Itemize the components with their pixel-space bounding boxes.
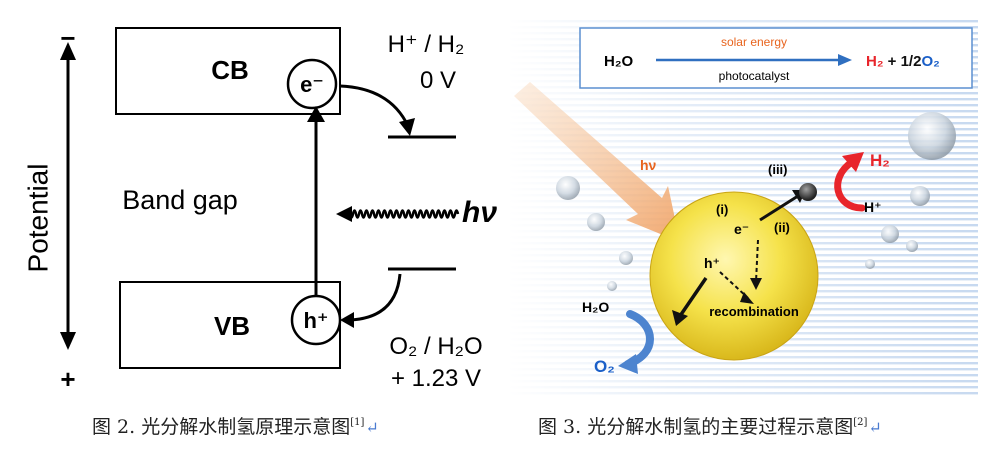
return-mark-icon: ↵ — [868, 418, 882, 437]
step-i-label: (i) — [716, 202, 728, 217]
h2-label: H₂ — [870, 151, 890, 170]
bubble — [906, 240, 918, 252]
h-potential-label: 0 V — [420, 67, 456, 94]
axis-plus-sign: + — [60, 364, 75, 394]
photon-label: hν — [462, 196, 497, 229]
photon-arrow-head — [336, 206, 352, 222]
bubble — [908, 112, 956, 160]
electron-label: e⁻ — [300, 72, 324, 97]
band-gap-label: Band gap — [122, 185, 238, 215]
reaction-products: H₂ + 1/2O₂ — [866, 53, 940, 70]
bubble — [865, 259, 875, 269]
hole-migration-head — [672, 310, 688, 326]
h-couple-label: H⁺ / H₂ — [388, 31, 465, 58]
process-diagram-svg: H₂O solar energy photocatalyst H₂ + 1/2O… — [508, 20, 978, 396]
process-diagram: H₂O solar energy photocatalyst H₂ + 1/2O… — [508, 20, 978, 396]
bubble — [556, 176, 580, 200]
reaction-reactant: H₂O — [604, 53, 633, 70]
electron-migration-arrow — [759, 194, 799, 222]
caption-figure-3-ref: [2] — [853, 417, 868, 428]
hole-label: h⁺ — [704, 255, 720, 271]
h2-evolution-arrow — [834, 158, 866, 212]
hole-transfer-head — [340, 312, 354, 328]
photocatalyst-particle — [649, 191, 819, 361]
bubble — [910, 186, 930, 206]
caption-figure-2: 图 2. 光分解水制氢原理示意图[1]↵ — [92, 412, 379, 439]
bubble — [619, 251, 633, 265]
axis-label: Potential — [22, 164, 53, 273]
reaction-arrow-head — [838, 54, 852, 66]
o-couple-label: O₂ / H₂O — [389, 333, 482, 360]
hole-migration-arrow — [678, 277, 708, 317]
light-label: hν — [640, 157, 657, 173]
product-h2: H₂ — [866, 53, 884, 70]
o-potential-label: + 1.23 V — [391, 365, 481, 392]
electron-circle — [286, 58, 338, 110]
h-plus-label: H⁺ — [864, 199, 882, 215]
reaction-condition-bottom: photocatalyst — [719, 69, 790, 83]
band-diagram-svg: − + Potential CB e⁻ VB h⁺ Band gap hν H⁺… — [22, 23, 497, 394]
return-mark-icon: ↵ — [365, 418, 379, 437]
caption-figure-2-ref: [1] — [350, 417, 365, 428]
electron-transfer-head — [399, 118, 415, 136]
axis-minus-sign: − — [60, 23, 75, 53]
axis-arrow-down — [60, 332, 76, 350]
excitation-arrow-head — [307, 106, 325, 122]
hole-transfer-arrow — [349, 273, 402, 322]
step-iii-label: (iii) — [768, 162, 788, 177]
electron-label: e⁻ — [734, 221, 749, 237]
recombination-head-electron — [750, 278, 762, 290]
reaction-condition-top: solar energy — [721, 35, 787, 49]
surface-site — [799, 183, 817, 201]
recombination-path-electron — [755, 239, 759, 283]
cb-label: CB — [211, 55, 249, 85]
light-beam — [514, 82, 680, 242]
reaction-box — [579, 27, 973, 89]
recombination-label: recombination — [709, 304, 799, 319]
photon-wave — [348, 209, 460, 219]
electron-transfer-arrow — [339, 84, 410, 127]
hole-label: h⁺ — [303, 308, 328, 333]
bubble — [607, 281, 617, 291]
vb-label: VB — [214, 311, 250, 341]
band-diagram: − + Potential CB e⁻ VB h⁺ Band gap hν H⁺… — [18, 22, 498, 396]
h2-evolution-head — [842, 152, 864, 172]
step-ii-label: (ii) — [774, 220, 790, 235]
recombination-path-hole — [719, 271, 749, 299]
h2o-label: H₂O — [582, 299, 609, 315]
axis-arrow-up — [60, 42, 76, 60]
o2-evolution-head — [618, 354, 638, 374]
product-o2: O₂ — [921, 53, 939, 70]
caption-figure-3-text: 图 3. 光分解水制氢的主要过程示意图 — [538, 416, 854, 438]
caption-figure-2-text: 图 2. 光分解水制氢原理示意图 — [92, 416, 351, 438]
recombination-head-hole — [740, 292, 754, 304]
product-plus: + 1/2 — [884, 53, 922, 70]
o2-label: O₂ — [594, 357, 615, 376]
bubble — [587, 213, 605, 231]
caption-figure-3: 图 3. 光分解水制氢的主要过程示意图[2]↵ — [538, 412, 882, 439]
bubble — [881, 225, 899, 243]
